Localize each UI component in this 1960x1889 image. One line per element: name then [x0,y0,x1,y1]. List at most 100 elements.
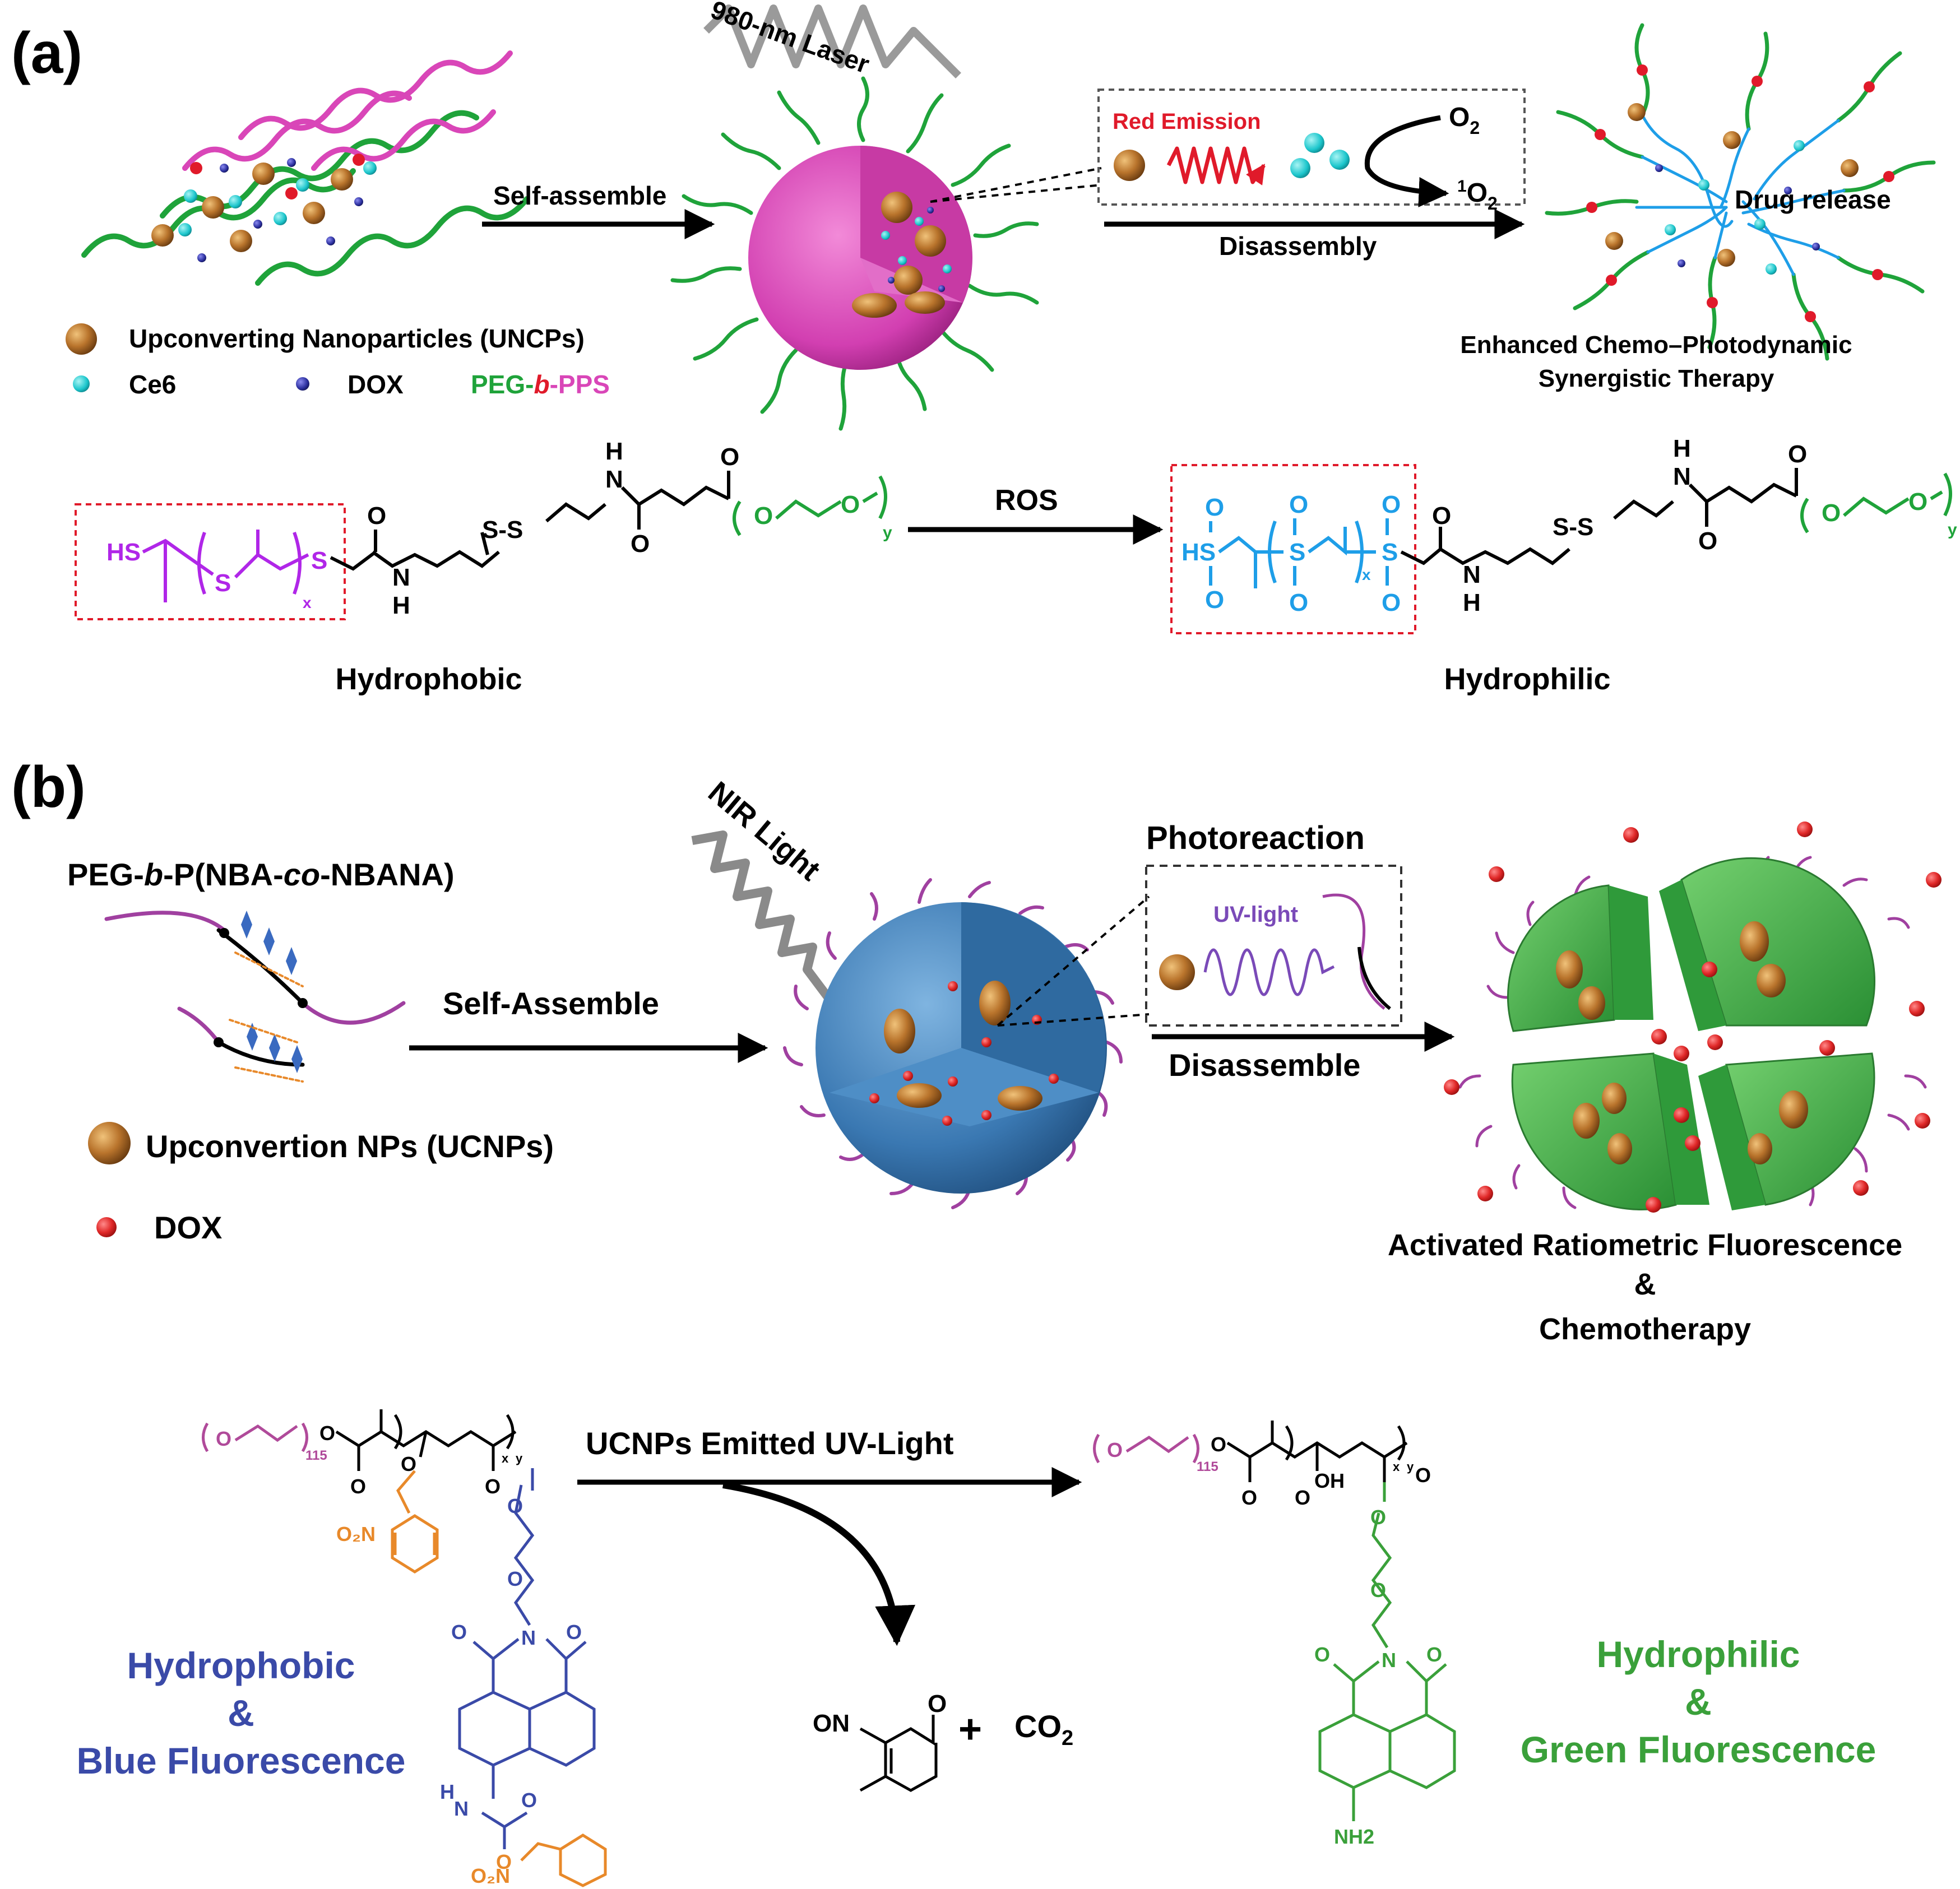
legend-peg-label: PEG-b-PPS [471,370,610,399]
ce6-box-a2 [1290,158,1310,178]
legend-ce6-icon [73,375,90,392]
legend-ucnp-icon-b [88,1122,131,1164]
o2-label: O2 [1449,103,1480,138]
svg-text:O: O [754,502,773,530]
self-assemble-label-b: Self-Assemble [443,986,659,1021]
svg-text:HS: HS [1181,539,1216,566]
legend-ucnp-icon-a [66,323,97,355]
singlet-oxygen-label: 1O2 [1457,177,1498,214]
svg-text:OH: OH [1314,1469,1345,1492]
svg-text:S: S [311,547,327,574]
chem-structure-left-b: O 115 O O O x y O O₂N O O N O O H N O [202,1409,607,1887]
svg-text:O₂N: O₂N [471,1864,510,1887]
chem-structure-hydrophobic-a: HS S S x O N H S-S H N O O O O y [75,438,892,620]
svg-text:O: O [485,1475,501,1498]
polymer-in-box-b-core [1357,946,1391,1010]
svg-text:S: S [1382,539,1398,566]
left-label-1: Hydrophobic [127,1645,355,1686]
hydrophobic-label-a: Hydrophobic [336,662,522,696]
svg-text:O: O [1314,1643,1330,1666]
right-label-2: & [1685,1681,1712,1723]
left-label-3: Blue Fluorescence [77,1740,406,1781]
disassembled-fragments-b [1444,821,1942,1213]
self-assemble-label-a: Self-assemble [493,181,666,210]
svg-text:NH2: NH2 [1334,1825,1374,1848]
callout-line-b1 [997,895,1150,1027]
legend-dox-icon-b [96,1217,117,1237]
svg-text:y: y [1407,1460,1414,1474]
svg-text:O: O [1822,499,1841,527]
panel-a: (a) [11,0,1957,696]
red-emission-label: Red Emission [1113,109,1261,134]
result-label-3: Chemotherapy [1539,1312,1751,1346]
svg-text:O: O [1205,586,1224,614]
curved-arrow-a [1364,115,1449,207]
panel-b-tag: (b) [11,755,86,820]
svg-text:HS: HS [106,539,141,566]
svg-text:O: O [1241,1486,1257,1509]
uv-light-label: UV-light [1213,902,1298,927]
svg-text:ON: ON [813,1710,850,1737]
nir-light-wave [691,830,836,1006]
svg-text:O: O [319,1422,335,1445]
svg-text:O: O [216,1427,231,1450]
svg-text:115: 115 [1197,1459,1218,1474]
ros-label: ROS [995,484,1058,517]
byproduct-structure: ON O [813,1690,947,1792]
svg-text:O: O [566,1621,582,1644]
svg-text:y: y [883,523,892,542]
svg-text:O: O [1295,1486,1310,1509]
svg-text:O: O [521,1789,537,1812]
svg-text:S: S [1289,539,1305,566]
svg-text:O: O [1415,1464,1431,1487]
legend-dox-icon-a [296,377,309,391]
red-wave-a [1166,146,1266,185]
micelle-b [783,878,1123,1209]
svg-text:H: H [1463,589,1481,616]
legend-ce6-label: Ce6 [129,370,176,399]
right-label-3: Green Fluorescence [1521,1729,1876,1770]
svg-text:O: O [1211,1433,1226,1456]
svg-text:H: H [440,1780,455,1803]
ce6-box-a1 [1304,133,1324,153]
svg-text:O: O [720,443,739,471]
svg-text:x: x [303,594,312,611]
emission-box-a [1097,89,1526,206]
uv-emitted-label: UCNPs Emitted UV-Light [586,1426,953,1461]
svg-text:N: N [1382,1649,1396,1672]
svg-text:N: N [1673,463,1691,490]
svg-text:O: O [1107,1438,1123,1461]
svg-text:S-S: S-S [482,516,523,544]
svg-text:S: S [215,569,231,597]
svg-text:O: O [507,1567,523,1590]
ucnp-in-box-b [1159,954,1195,990]
polymer-chains-a [81,50,530,286]
result-label-2: & [1634,1268,1656,1301]
svg-text:O: O [507,1495,523,1517]
callout-line-b2 [997,1013,1150,1027]
svg-text:115: 115 [305,1448,327,1463]
right-label-1: Hydrophilic [1596,1633,1800,1675]
svg-text:S-S: S-S [1553,513,1593,541]
disassembled-structure-a [1545,23,1936,361]
ucnp-in-box-a [1114,150,1145,181]
svg-text:O: O [367,502,386,530]
chem-structure-hydrophilic-a: O HS O O S O O S O x O N H S-S H N O O [1170,435,1957,634]
svg-text:N: N [521,1626,536,1649]
svg-text:O: O [1698,527,1717,555]
photoreaction-label: Photoreaction [1146,820,1365,856]
svg-text:O: O [350,1475,366,1498]
panel-a-tag: (a) [11,21,82,86]
disassemble-label: Disassemble [1169,1047,1360,1083]
co2-label: CO2 [1014,1709,1073,1750]
therapy-label-1: Enhanced Chemo–Photodynamic [1460,331,1852,359]
svg-text:O: O [631,530,650,558]
svg-text:O: O [1908,488,1927,516]
svg-text:O: O [451,1621,467,1644]
polymer-name-b: PEG-b-P(NBA-co-NBANA) [67,857,455,892]
photoreaction-box [1145,865,1402,1027]
chem-structure-right-b: O 115 O O O OH x y O O O N O O NH2 [1093,1421,1456,1848]
polymer-chains-b [104,911,406,1083]
svg-text:O: O [1370,1506,1386,1529]
result-label-1: Activated Ratiometric Fluorescence [1388,1228,1902,1262]
